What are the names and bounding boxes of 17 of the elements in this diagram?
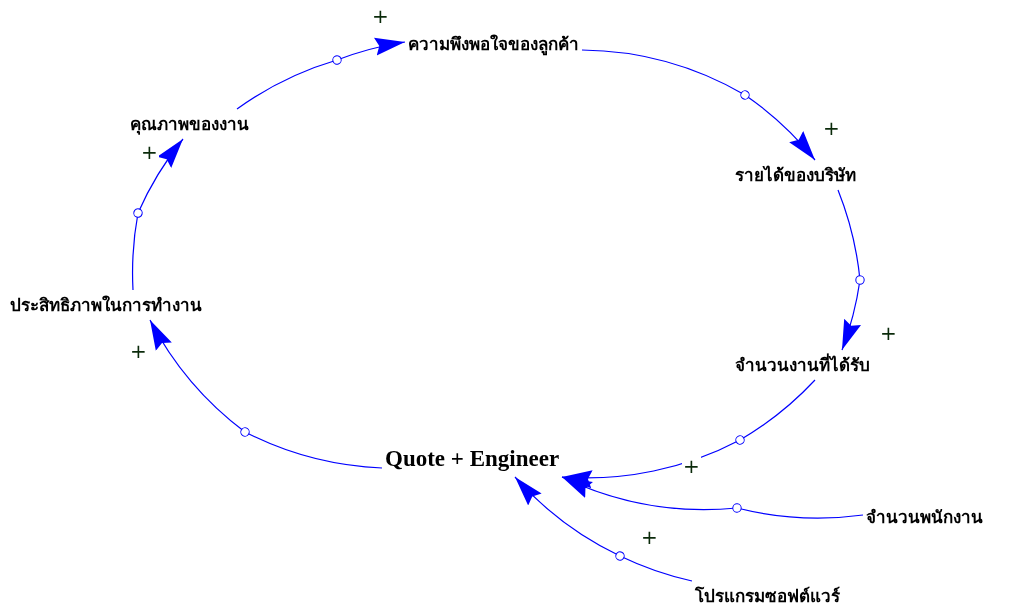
variable-label: Quote + Engineer	[385, 444, 560, 474]
arrow	[561, 476, 864, 519]
variable-label: โปรแกรมซอฟต์แวร์	[695, 584, 840, 608]
variable-label: จำนวนพนักงาน	[866, 505, 983, 529]
edge-label: +	[682, 456, 701, 476]
variable-label: จำนวนงานที่ได้รับ	[735, 353, 870, 377]
arrow	[149, 319, 383, 469]
variable-label: ความพึงพอใจของลูกค้า	[408, 32, 579, 56]
variable-label: คุณภาพของงาน	[130, 112, 249, 136]
variable-label: รายได้ของบริษัท	[735, 163, 856, 187]
variable-label: ประสิทธิภาพในการทำงาน	[10, 293, 202, 317]
arrow	[561, 379, 816, 488]
arrow	[131, 138, 184, 291]
arrow	[514, 476, 693, 582]
arrow	[236, 37, 406, 110]
arrow	[837, 189, 865, 351]
arrow	[581, 49, 816, 161]
